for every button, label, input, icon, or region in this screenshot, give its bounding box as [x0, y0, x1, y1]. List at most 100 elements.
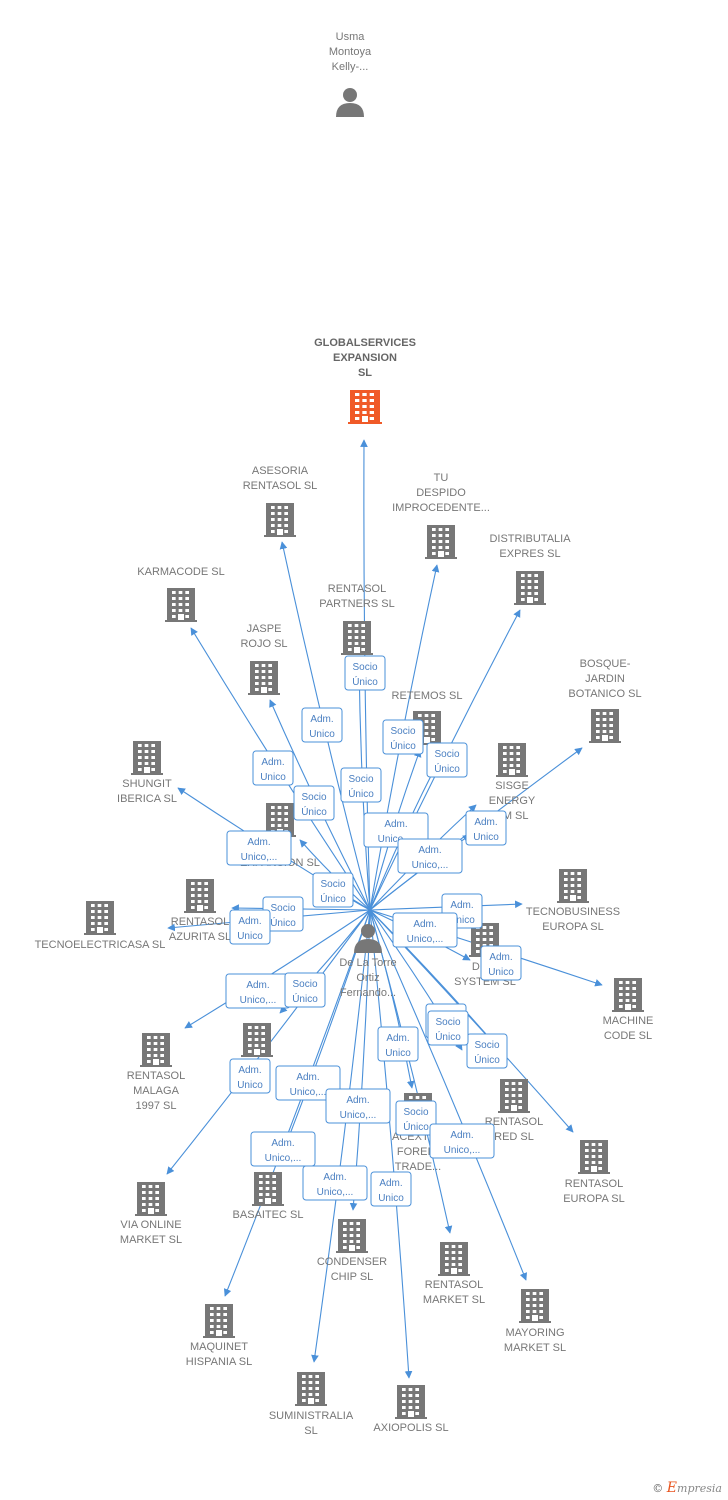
- relation-label-asesoria[interactable]: Adm.Unico: [301, 707, 343, 743]
- relation-label-malaga[interactable]: Adm.Unico,...: [225, 973, 291, 1009]
- node-usma[interactable]: UsmaMontoyaKelly-...: [329, 31, 372, 117]
- node-basaitec[interactable]: BASAITEC SL: [233, 1172, 304, 1221]
- relation-label-box: [229, 909, 271, 945]
- node-tecnoelec[interactable]: TECNOELECTRICASA SL: [35, 901, 166, 951]
- relation-label-text: Adm.: [450, 900, 473, 911]
- node-label-azurita: AZURITA SL: [169, 931, 231, 943]
- node-karmacode[interactable]: KARMACODE SL: [137, 566, 225, 622]
- relation-label-text: Unico,...: [378, 834, 415, 845]
- relation-label-box: [344, 655, 386, 691]
- relation-label-box: [284, 972, 326, 1008]
- node-label-axiopolis: AXIOPOLIS SL: [373, 1422, 448, 1434]
- relation-label-box: [395, 1100, 437, 1136]
- building-icon: [131, 741, 163, 775]
- relation-label-text: Adm.: [386, 1033, 409, 1044]
- node-label-maquinet: HISPANIA SL: [186, 1356, 252, 1368]
- relation-label-acexter[interactable]: Adm.Unico: [377, 1026, 419, 1062]
- node-label-tu: IMPROCEDENTE...: [392, 502, 490, 514]
- relation-label-viaonline[interactable]: Adm.Unico: [229, 1058, 271, 1094]
- relation-label-text: Unico,...: [290, 1087, 327, 1098]
- relation-label-box: [340, 767, 382, 803]
- relation-edge-malaga: [184, 909, 371, 1029]
- relation-label-text: Unico,...: [444, 1145, 481, 1156]
- relation-label-box: [250, 1131, 316, 1167]
- relation-label-tecnoelec[interactable]: Adm.Unico: [229, 909, 271, 945]
- copyright-symbol: ©: [652, 1482, 664, 1495]
- relation-label-shungit[interactable]: Adm.Unico,...: [226, 830, 292, 866]
- building-icon: [589, 709, 621, 743]
- relation-label-text: Único: [352, 675, 378, 688]
- relation-label-karmacode[interactable]: Adm.Unico: [252, 750, 294, 786]
- relation-label-text: Adm.: [323, 1172, 346, 1183]
- node-label-acexter: TRADE...: [395, 1161, 441, 1173]
- relation-label-suministralia[interactable]: Adm.Unico,...: [302, 1165, 368, 1201]
- relation-label-bosque[interactable]: Adm.Unico: [465, 810, 507, 846]
- node-label-asesoria: ASESORIA: [252, 465, 309, 477]
- relation-label-text: Unico: [309, 729, 335, 740]
- relation-label-text: Único: [434, 762, 460, 775]
- relation-label-maquinet[interactable]: Adm.Unico,...: [250, 1131, 316, 1167]
- node-delatorre[interactable]: De La TorreOrtizFernando...: [339, 924, 397, 999]
- node-label-tecnoelec: TECNOELECTRICASA SL: [35, 939, 166, 951]
- node-tu[interactable]: TUDESPIDOIMPROCEDENTE...: [392, 472, 490, 559]
- relation-label-basaitec[interactable]: Adm.Unico,...: [275, 1065, 341, 1101]
- relation-label-axiopolis[interactable]: Adm.Unico: [370, 1171, 412, 1207]
- node-label-red: RENTASOL: [485, 1116, 543, 1128]
- relation-label-box: [302, 1165, 368, 1201]
- building-icon: [264, 503, 296, 537]
- relation-label-box: [429, 1123, 495, 1159]
- building-icon: [514, 571, 546, 605]
- relation-label-text: Adm.: [271, 1138, 294, 1149]
- relation-label-text: Adm.: [489, 952, 512, 963]
- building-icon: [496, 743, 528, 777]
- relation-label-box: [301, 707, 343, 743]
- building-icon: [438, 1242, 470, 1276]
- node-label-partners: RENTASOL: [328, 583, 386, 595]
- relation-label-text: Unico: [473, 832, 499, 843]
- relation-label-disc[interactable]: Adm.Unico,...: [392, 912, 458, 948]
- relation-label-condenser[interactable]: Adm.Unico,...: [325, 1088, 391, 1124]
- relation-label-text: Unico: [488, 967, 514, 978]
- node-label-global: GLOBALSERVICES: [314, 337, 416, 349]
- node-label-sisge: SISGE: [495, 780, 529, 792]
- node-label-europa: RENTASOL: [565, 1178, 623, 1190]
- person-icon: [354, 924, 382, 953]
- relation-label-text: Único: [270, 916, 296, 929]
- relation-label-sisge2[interactable]: Adm.Unico,...: [397, 838, 463, 874]
- node-label-condenser: CHIP SL: [331, 1271, 374, 1283]
- relation-label-machine[interactable]: Adm. Unico: [480, 945, 522, 981]
- node-axiopolis[interactable]: AXIOPOLIS SL: [373, 1385, 449, 1434]
- relation-label-mayoring[interactable]: Adm.Unico,...: [429, 1123, 495, 1159]
